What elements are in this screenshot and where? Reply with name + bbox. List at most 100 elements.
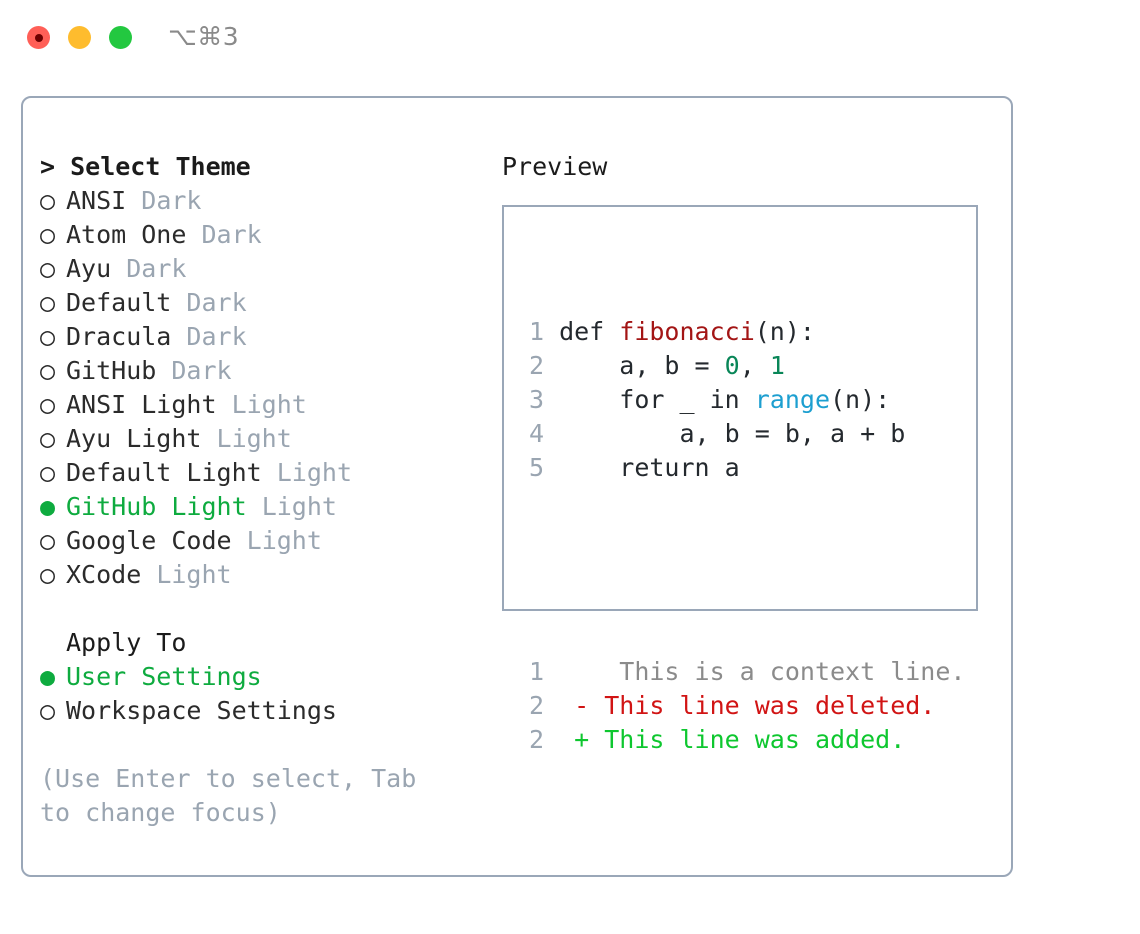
code-token-plain: (n): bbox=[754, 317, 815, 346]
radio-unselected-icon: ○ bbox=[40, 696, 56, 725]
diff-text: This line was deleted. bbox=[589, 691, 936, 720]
theme-option-label: Google Code bbox=[66, 526, 232, 555]
radio-unselected-icon: ○ bbox=[40, 186, 56, 215]
theme-variant-tag: Light bbox=[276, 458, 352, 487]
maximize-button[interactable] bbox=[109, 26, 132, 49]
radio-unselected-icon: ○ bbox=[40, 390, 56, 419]
title-bar: ⌥⌘3 bbox=[0, 0, 1140, 78]
apply-to-option-user-settings[interactable]: ●User Settings bbox=[40, 660, 500, 694]
code-line: 2 a, b = 0, 1 bbox=[520, 349, 965, 383]
radio-unselected-icon: ○ bbox=[40, 424, 56, 453]
code-token-plain: for _ in bbox=[559, 385, 755, 414]
theme-list[interactable]: ○ANSI Dark○Atom One Dark○Ayu Dark○Defaul… bbox=[40, 184, 500, 592]
code-token-plain: a, b = bbox=[559, 351, 725, 380]
line-number: 2 bbox=[528, 725, 544, 754]
code-token-plain: , bbox=[739, 351, 770, 380]
minimize-button[interactable] bbox=[68, 26, 91, 49]
radio-unselected-icon: ○ bbox=[40, 458, 56, 487]
theme-picker-column: > Select Theme ○ANSI Dark○Atom One Dark○… bbox=[40, 150, 500, 830]
radio-unselected-icon: ○ bbox=[40, 560, 56, 589]
theme-variant-tag: Dark bbox=[126, 254, 187, 283]
line-number: 3 bbox=[528, 385, 544, 414]
code-token-func: fibonacci bbox=[619, 317, 755, 346]
radio-selected-icon: ● bbox=[40, 492, 56, 521]
apply-to-heading: Apply To bbox=[66, 628, 187, 657]
theme-variant-tag: Dark bbox=[186, 322, 247, 351]
theme-option-label: Default bbox=[66, 288, 172, 317]
apply-to-option-label: User Settings bbox=[66, 662, 262, 691]
code-token-builtin: range bbox=[754, 385, 830, 414]
theme-option-ansi-light[interactable]: ○ ANSI Light Light bbox=[40, 388, 500, 422]
code-token-plain: return a bbox=[559, 453, 740, 482]
theme-option-github[interactable]: ○GitHub Dark bbox=[40, 354, 500, 388]
diff-marker: + bbox=[574, 725, 590, 754]
section-spacer bbox=[40, 592, 500, 626]
line-number: 1 bbox=[528, 657, 544, 686]
theme-option-xcode[interactable]: ○ XCode Light bbox=[40, 558, 500, 592]
diff-text: This line was added. bbox=[589, 725, 906, 754]
theme-option-label: Default Light bbox=[66, 458, 262, 487]
preview-heading: Preview bbox=[502, 152, 608, 181]
theme-option-default-light[interactable]: ○ Default Light Light bbox=[40, 456, 500, 490]
radio-unselected-icon: ○ bbox=[40, 220, 56, 249]
code-token-num: 0 bbox=[724, 351, 740, 380]
close-button[interactable] bbox=[27, 26, 50, 49]
theme-option-label: Ayu Light bbox=[66, 424, 202, 453]
theme-option-ayu[interactable]: ○ Ayu Dark bbox=[40, 252, 500, 286]
diff-line-ctx: 1 This is a context line. bbox=[520, 655, 966, 689]
theme-variant-tag: Dark bbox=[201, 220, 262, 249]
diff-line-add: 2 + This line was added. bbox=[520, 723, 965, 757]
line-number: 4 bbox=[528, 419, 544, 448]
theme-option-label: XCode bbox=[66, 560, 142, 589]
theme-option-ansi[interactable]: ○ANSI Dark bbox=[40, 184, 500, 218]
theme-option-dracula[interactable]: ○Dracula Dark bbox=[40, 320, 500, 354]
diff-line-del: 2 - This line was deleted. bbox=[520, 689, 965, 723]
theme-variant-tag: Light bbox=[156, 560, 232, 589]
theme-option-label: Atom One bbox=[66, 220, 187, 249]
theme-option-github-light[interactable]: ● GitHub Light Light bbox=[40, 490, 500, 524]
theme-option-label: ANSI Light bbox=[66, 390, 217, 419]
theme-option-default[interactable]: ○Default Dark bbox=[40, 286, 500, 320]
theme-variant-tag: Light bbox=[231, 390, 307, 419]
main-panel: > Select Theme ○ANSI Dark○Atom One Dark○… bbox=[21, 96, 1013, 877]
radio-unselected-icon: ○ bbox=[40, 254, 56, 283]
code-line: 4 a, b = b, a + b bbox=[520, 417, 965, 451]
diff-marker: - bbox=[574, 691, 590, 720]
line-number: 5 bbox=[528, 453, 544, 482]
theme-option-ayu-light[interactable]: ○ Ayu Light Light bbox=[40, 422, 500, 456]
theme-variant-tag: Light bbox=[246, 526, 322, 555]
theme-option-label: GitHub bbox=[66, 356, 157, 385]
theme-variant-tag: Dark bbox=[171, 356, 232, 385]
theme-option-label: Dracula bbox=[66, 322, 172, 351]
theme-option-label: GitHub Light bbox=[66, 492, 247, 521]
theme-variant-tag: Light bbox=[216, 424, 292, 453]
diff-marker bbox=[574, 657, 589, 686]
code-line: 5 return a bbox=[520, 451, 965, 485]
apply-to-option-workspace-settings[interactable]: ○ Workspace Settings bbox=[40, 694, 500, 728]
diff-text: This is a context line. bbox=[589, 657, 966, 686]
code-line: 3 for _ in range(n): bbox=[520, 383, 965, 417]
line-number: 1 bbox=[528, 317, 544, 346]
theme-option-label: Ayu bbox=[66, 254, 112, 283]
keyboard-shortcut-label: ⌥⌘3 bbox=[168, 22, 240, 51]
apply-to-option-label: Workspace Settings bbox=[66, 696, 337, 725]
line-number: 2 bbox=[528, 351, 544, 380]
window-controls bbox=[27, 26, 132, 49]
apply-to-list[interactable]: ●User Settings○ Workspace Settings bbox=[40, 660, 500, 728]
line-number: 2 bbox=[528, 691, 544, 720]
code-token-plain: a, b = b, a + b bbox=[559, 419, 906, 448]
code-token-num: 1 bbox=[769, 351, 785, 380]
theme-option-google-code[interactable]: ○ Google Code Light bbox=[40, 524, 500, 558]
theme-variant-tag: Light bbox=[261, 492, 337, 521]
code-line: 1 def fibonacci(n): bbox=[520, 315, 965, 349]
select-theme-heading: > Select Theme bbox=[40, 152, 251, 181]
diff-block: 1 This is a context line.2 - This line w… bbox=[520, 655, 966, 757]
theme-option-atom-one[interactable]: ○ Atom One Dark bbox=[40, 218, 500, 252]
keyboard-hint-text: (Use Enter to select, Tab to change focu… bbox=[40, 764, 432, 827]
radio-unselected-icon: ○ bbox=[40, 526, 56, 555]
radio-unselected-icon: ○ bbox=[40, 288, 56, 317]
